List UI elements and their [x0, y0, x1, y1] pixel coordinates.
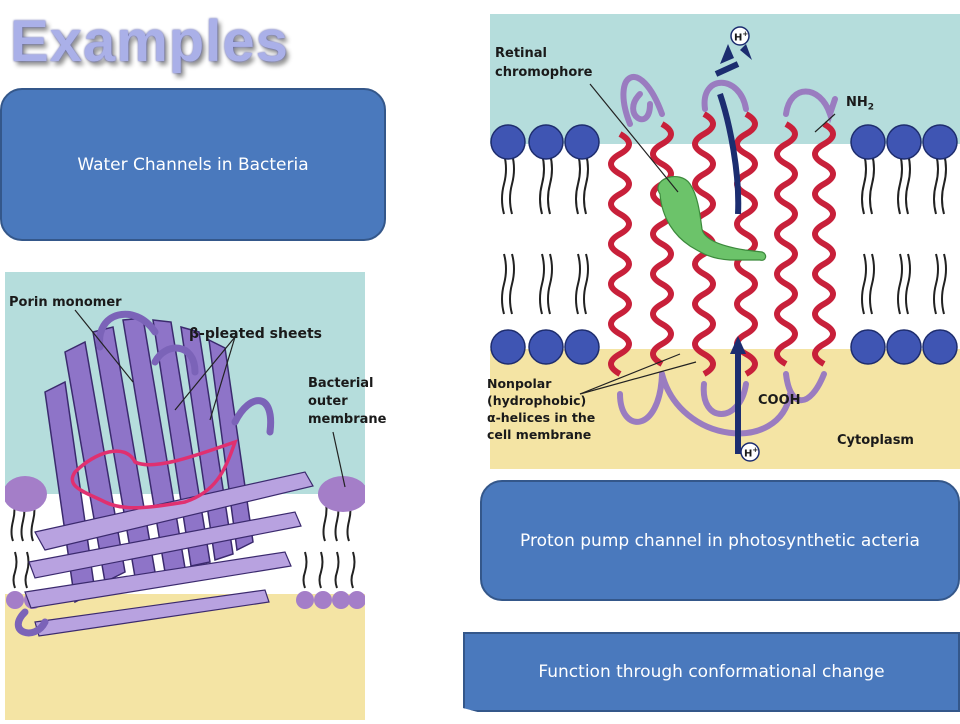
- proton-pump-figure: Retinal chromophore NH2 H+ H+ Nonpolar (…: [487, 14, 960, 469]
- porin-monomer-label: Porin monomer: [9, 295, 122, 310]
- lipid-head: [318, 476, 368, 512]
- h-plus-top-label: H+: [734, 30, 749, 44]
- outer-membrane-label-3: membrane: [308, 412, 387, 427]
- h-plus-bottom-label: H+: [744, 446, 759, 460]
- water-channels-box: Water Channels in Bacteria: [0, 88, 386, 241]
- retinal-chromophore: [657, 175, 767, 261]
- outer-membrane-label-2: outer: [308, 394, 348, 409]
- nonpolar-label-2: (hydrophobic): [487, 393, 587, 408]
- bacteriorhodopsin-illustration: [490, 14, 960, 469]
- porin-illustration: [3, 272, 368, 720]
- lipid-head: [3, 476, 47, 512]
- nh2-label: NH2: [846, 95, 875, 113]
- retinal-label-1: Retinal: [495, 46, 547, 61]
- nonpolar-label-3: α-helices in the: [487, 410, 596, 425]
- nonpolar-label-4: cell membrane: [487, 427, 592, 442]
- function-label: Function through conformational change: [538, 662, 885, 682]
- proton-pump-label: Proton pump channel in photosynthetic ac…: [520, 530, 920, 551]
- pink-loop: [70, 439, 238, 510]
- cytoplasm-label: Cytoplasm: [837, 433, 914, 448]
- function-box: Function through conformational change: [463, 632, 960, 712]
- porin-figure: Porin monomer β-pleated sheets Bacterial…: [3, 272, 386, 720]
- water-channels-label: Water Channels in Bacteria: [77, 154, 309, 175]
- slide-title: Examples: [10, 9, 289, 74]
- nonpolar-label-1: Nonpolar: [487, 376, 552, 391]
- retinal-label-2: chromophore: [495, 65, 593, 80]
- beta-sheets-label: β-pleated sheets: [189, 326, 322, 342]
- cooh-label: COOH: [758, 393, 801, 408]
- outer-membrane-label-1: Bacterial: [308, 376, 374, 391]
- proton-pump-box: Proton pump channel in photosynthetic ac…: [480, 480, 960, 601]
